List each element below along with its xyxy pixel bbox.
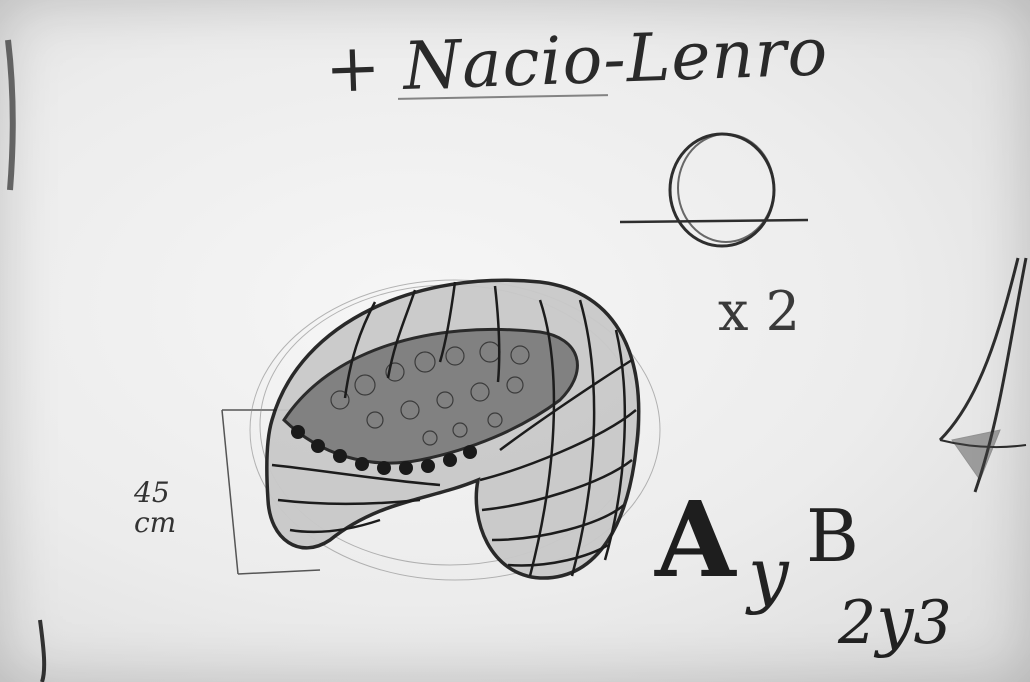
dimension-unit: cm xyxy=(134,506,177,539)
label-23-y: y xyxy=(876,582,914,659)
rim-beads xyxy=(291,425,477,475)
dimension-label: 45 cm xyxy=(134,478,176,538)
label-a: A xyxy=(655,478,736,601)
dimension-value: 45 xyxy=(134,476,170,509)
multiplier-label: x 2 xyxy=(718,280,800,343)
left-edge-stroke xyxy=(5,39,16,191)
label-y: y xyxy=(748,532,789,616)
shell-grid xyxy=(271,281,637,577)
label-2-y-3: 2y3 xyxy=(838,582,952,659)
circle-symbol xyxy=(619,132,809,248)
label-b: B xyxy=(806,494,859,578)
bottom-left-stroke xyxy=(38,619,47,682)
cavity-texture xyxy=(330,341,530,446)
label-three: 3 xyxy=(913,588,952,658)
label-two: 2 xyxy=(838,588,877,658)
cone-sketch xyxy=(938,257,1028,493)
